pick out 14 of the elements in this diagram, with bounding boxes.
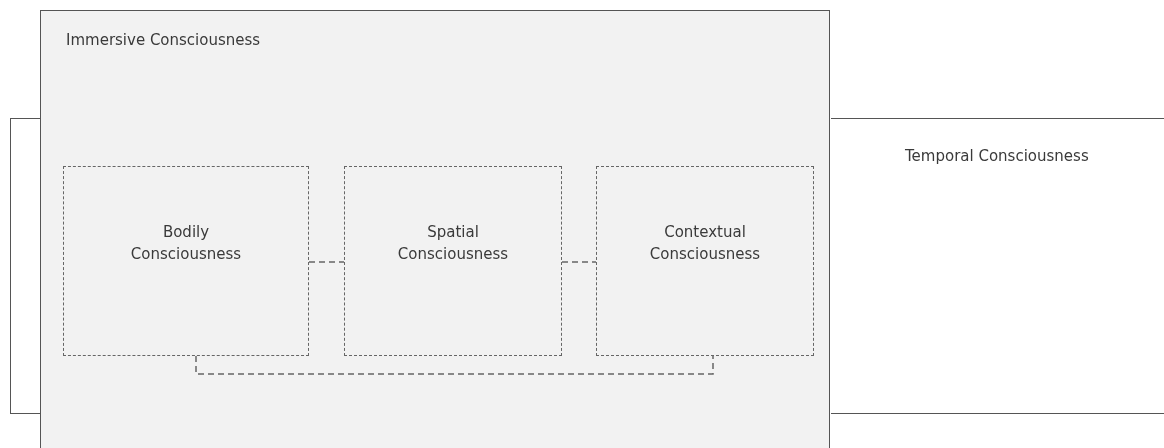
node-label: Bodily Consciousness [129, 222, 243, 265]
dashed-connector [195, 355, 714, 375]
node-label: Contextual Consciousness [648, 222, 762, 265]
dashed-box [596, 166, 814, 356]
dashed-connector [308, 261, 345, 263]
band-edge [10, 118, 40, 414]
band-region [831, 118, 1164, 414]
node-label: Immersive Consciousness [66, 31, 261, 49]
node-label: Spatial Consciousness [396, 222, 510, 265]
dashed-box [344, 166, 562, 356]
node-label: Temporal Consciousness [905, 147, 1089, 165]
dashed-box [63, 166, 309, 356]
dashed-connector [561, 261, 597, 263]
region-box [40, 10, 830, 448]
